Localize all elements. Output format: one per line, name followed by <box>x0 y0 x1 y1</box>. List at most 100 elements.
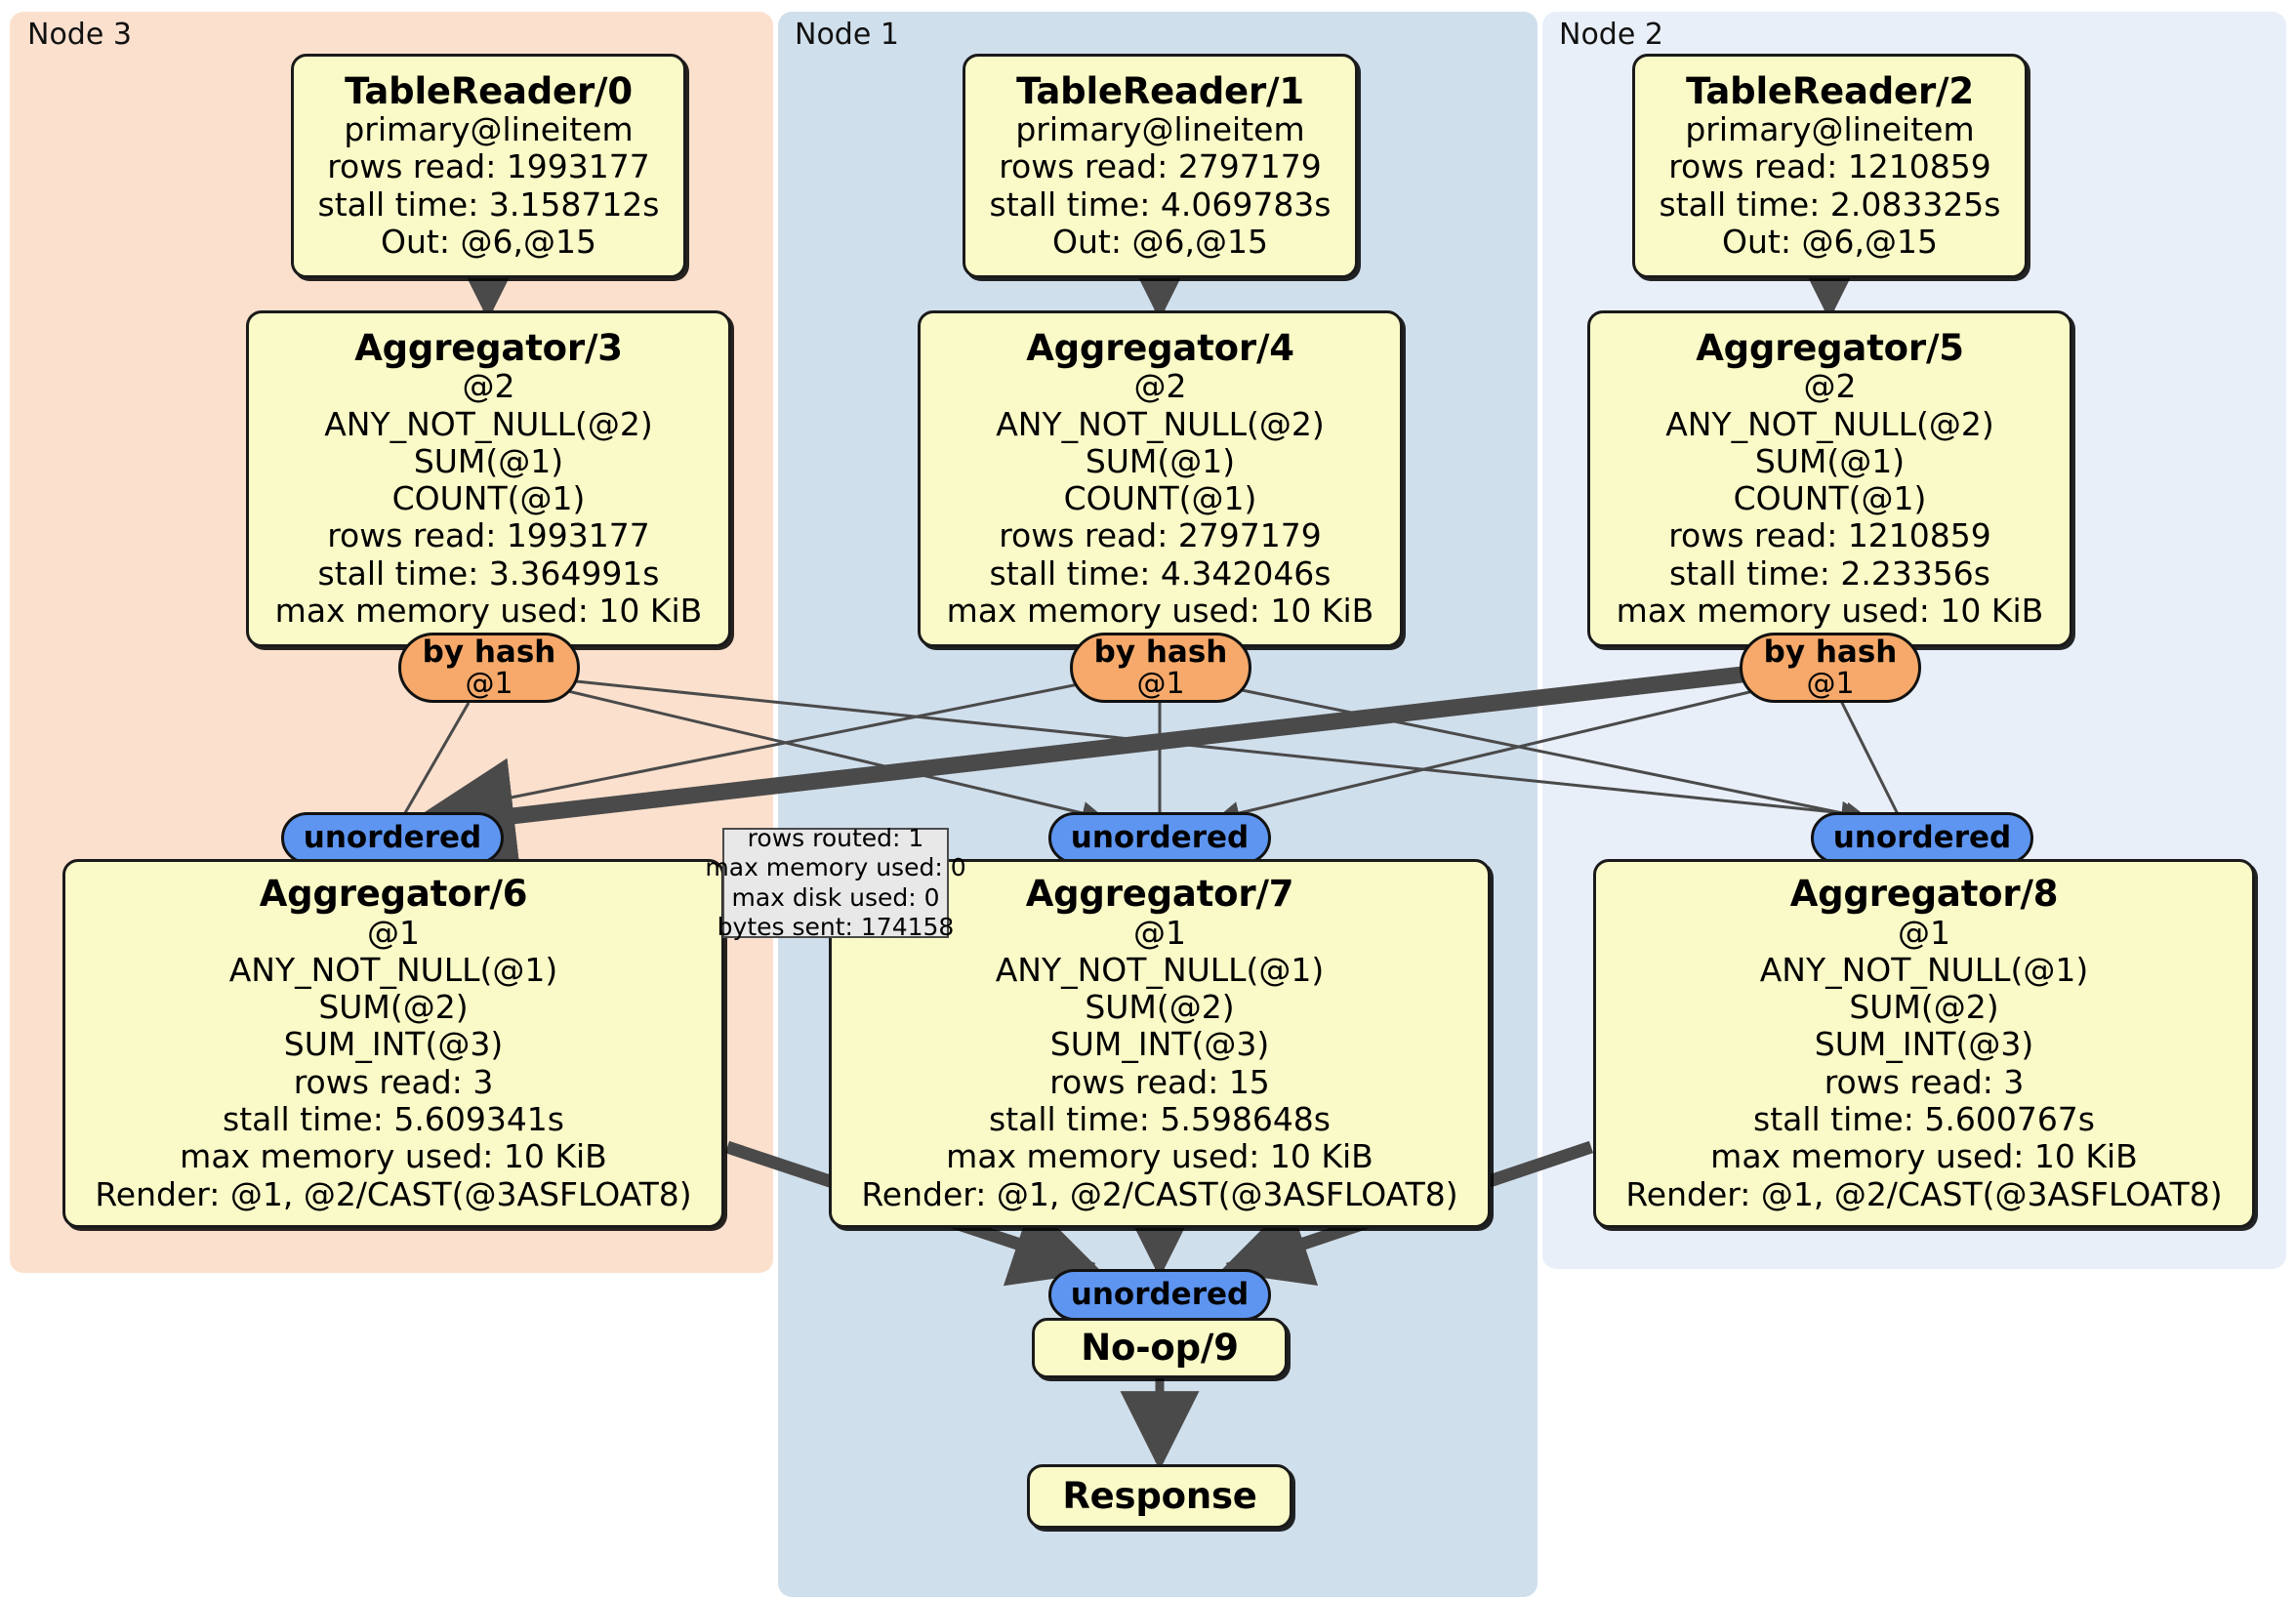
node-line: primary@lineitem <box>1685 110 1975 149</box>
node-line: max memory used: 10 KiB <box>180 1137 607 1176</box>
node-line: ANY_NOT_NULL(@2) <box>1665 404 1994 443</box>
node-line: rows read: 3 <box>293 1062 494 1101</box>
node-aggregator-3[interactable]: Aggregator/3 @2 ANY_NOT_NULL(@2) SUM(@1)… <box>246 310 731 647</box>
node-line: SUM(@2) <box>318 988 469 1027</box>
node-line: @1 <box>367 913 420 952</box>
node-line: ANY_NOT_NULL(@1) <box>995 950 1325 989</box>
node-line: ANY_NOT_NULL(@1) <box>1759 950 2089 989</box>
router-by-hash-3[interactable]: by hash @1 <box>398 633 580 703</box>
node-line: COUNT(@1) <box>391 479 586 518</box>
receiver-label: unordered <box>1070 820 1250 855</box>
node-response[interactable]: Response <box>1027 1464 1292 1529</box>
node-line: COUNT(@1) <box>1063 479 1257 518</box>
node-line: stall time: 2.083325s <box>1659 184 2001 224</box>
node-title: Aggregator/4 <box>1026 326 1294 369</box>
node-title: Aggregator/8 <box>1789 873 2059 916</box>
node-line: stall time: 2.23356s <box>1668 553 1990 593</box>
router-by-hash-4[interactable]: by hash @1 <box>1070 633 1251 703</box>
node-line: @2 <box>462 367 515 406</box>
node-line: stall time: 4.069783s <box>989 184 1332 224</box>
router-label: by hash <box>1093 634 1228 670</box>
node-title: Aggregator/7 <box>1025 873 1294 916</box>
router-sublabel: @1 <box>1806 666 1855 701</box>
node-line: max memory used: 10 KiB <box>1710 1137 2138 1176</box>
node-line: @1 <box>1898 913 1950 952</box>
node-line: Render: @1, @2/CAST(@3ASFLOAT8) <box>861 1174 1458 1213</box>
node-aggregator-6[interactable]: Aggregator/6 @1 ANY_NOT_NULL(@1) SUM(@2)… <box>62 859 724 1228</box>
node-line: primary@lineitem <box>344 110 634 149</box>
node-aggregator-4[interactable]: Aggregator/4 @2 ANY_NOT_NULL(@2) SUM(@1)… <box>918 310 1403 647</box>
receiver-label: unordered <box>1070 1277 1250 1312</box>
node-line: SUM(@1) <box>1754 441 1906 480</box>
edge-stats-tooltip: rows routed: 1 max memory used: 0 max di… <box>705 824 965 942</box>
node-title: TableReader/0 <box>345 69 633 112</box>
router-sublabel: @1 <box>1136 666 1185 701</box>
node-line: stall time: 5.600767s <box>1753 1099 2095 1138</box>
stat-line: rows routed: 1 <box>747 823 924 852</box>
node-line: Out: @6,@15 <box>1722 222 1938 261</box>
node-line: COUNT(@1) <box>1733 479 1927 518</box>
receiver-unordered-8[interactable]: unordered <box>1811 812 2033 864</box>
node-line: max memory used: 10 KiB <box>1616 591 2044 630</box>
node-line: @2 <box>1803 367 1857 406</box>
node-line: stall time: 4.342046s <box>989 553 1332 593</box>
node-line: Out: @6,@15 <box>1052 222 1268 261</box>
node-title: Response <box>1062 1475 1257 1518</box>
node-line: Render: @1, @2/CAST(@3ASFLOAT8) <box>1625 1174 2223 1213</box>
node-title: Aggregator/5 <box>1696 326 1964 369</box>
node-line: rows read: 2797179 <box>999 147 1322 186</box>
node-line: @2 <box>1133 367 1187 406</box>
receiver-label: unordered <box>303 820 482 855</box>
node-line: stall time: 3.158712s <box>317 184 660 224</box>
router-by-hash-5[interactable]: by hash @1 <box>1740 633 1921 703</box>
node-line: ANY_NOT_NULL(@2) <box>324 404 653 443</box>
stat-line: bytes sent: 174158 <box>717 913 955 941</box>
cluster-label-node2: Node 2 <box>1559 18 1663 52</box>
node-title: Aggregator/3 <box>354 326 623 369</box>
node-line: @1 <box>1133 913 1186 952</box>
node-line: rows read: 2797179 <box>999 516 1322 555</box>
node-tablereader-1[interactable]: TableReader/1 primary@lineitem rows read… <box>963 54 1358 278</box>
node-line: rows read: 3 <box>1824 1062 2025 1101</box>
node-line: rows read: 15 <box>1049 1062 1270 1101</box>
node-line: rows read: 1993177 <box>327 147 650 186</box>
cluster-label-node1: Node 1 <box>795 18 899 52</box>
router-label: by hash <box>1763 634 1898 670</box>
node-line: ANY_NOT_NULL(@1) <box>228 950 558 989</box>
node-title: TableReader/2 <box>1686 69 1974 112</box>
node-line: SUM_INT(@3) <box>1049 1025 1270 1064</box>
node-line: SUM_INT(@3) <box>283 1025 504 1064</box>
node-title: TableReader/1 <box>1016 69 1304 112</box>
node-line: SUM(@1) <box>1085 441 1236 480</box>
stat-line: max memory used: 0 <box>705 853 966 881</box>
node-title: Aggregator/6 <box>259 873 528 916</box>
node-no-op-9[interactable]: No-op/9 <box>1032 1318 1288 1378</box>
node-line: stall time: 5.598648s <box>989 1099 1331 1138</box>
node-tablereader-2[interactable]: TableReader/2 primary@lineitem rows read… <box>1632 54 2028 278</box>
node-title: No-op/9 <box>1081 1327 1239 1370</box>
node-line: max memory used: 10 KiB <box>946 1137 1374 1176</box>
stat-line: max disk used: 0 <box>731 882 940 912</box>
node-line: rows read: 1993177 <box>327 516 650 555</box>
node-line: SUM(@2) <box>1849 988 1999 1027</box>
node-line: stall time: 5.609341s <box>223 1099 564 1138</box>
receiver-label: unordered <box>1832 820 2012 855</box>
node-line: SUM(@1) <box>413 441 564 480</box>
node-line: Render: @1, @2/CAST(@3ASFLOAT8) <box>95 1174 692 1213</box>
node-line: ANY_NOT_NULL(@2) <box>996 404 1325 443</box>
receiver-unordered-9[interactable]: unordered <box>1048 1269 1271 1321</box>
node-line: Out: @6,@15 <box>381 222 596 261</box>
receiver-unordered-6[interactable]: unordered <box>281 812 504 864</box>
node-line: max memory used: 10 KiB <box>946 591 1374 630</box>
node-line: stall time: 3.364991s <box>317 553 660 593</box>
node-line: max memory used: 10 KiB <box>274 591 703 630</box>
node-aggregator-5[interactable]: Aggregator/5 @2 ANY_NOT_NULL(@2) SUM(@1)… <box>1587 310 2072 647</box>
node-line: rows read: 1210859 <box>1668 516 1991 555</box>
router-sublabel: @1 <box>465 666 513 701</box>
receiver-unordered-7[interactable]: unordered <box>1048 812 1271 864</box>
node-aggregator-8[interactable]: Aggregator/8 @1 ANY_NOT_NULL(@1) SUM(@2)… <box>1593 859 2255 1228</box>
node-line: SUM(@2) <box>1085 988 1235 1027</box>
node-tablereader-0[interactable]: TableReader/0 primary@lineitem rows read… <box>291 54 686 278</box>
node-line: rows read: 1210859 <box>1668 147 1991 186</box>
